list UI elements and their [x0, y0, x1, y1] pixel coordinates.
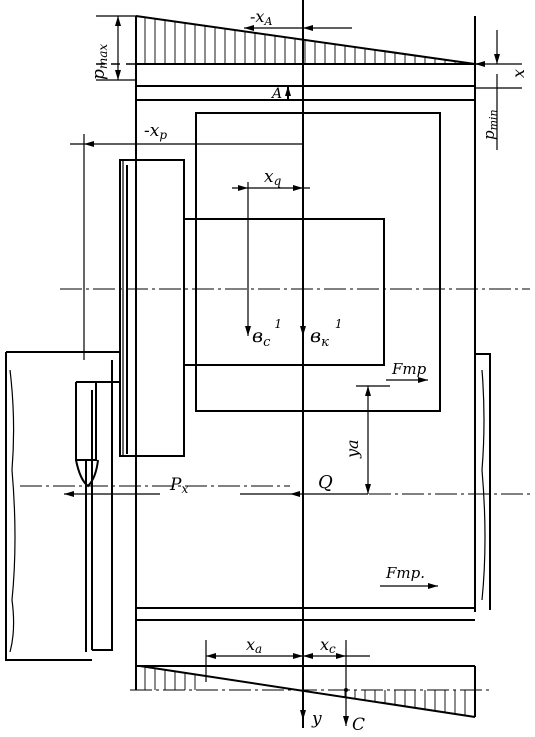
y-a-dimension — [356, 385, 390, 494]
g-k-label: вк1 — [310, 317, 342, 350]
px-force — [20, 485, 290, 497]
bottom-pressure-epure — [130, 665, 490, 718]
top-pressure-epure — [96, 15, 522, 150]
x-axis-label: x — [509, 69, 528, 78]
left-tool-body — [5, 351, 120, 661]
x-q-label: xq — [264, 167, 282, 188]
p-max-label: pmax — [89, 44, 110, 80]
q-force — [240, 491, 532, 497]
x-c-label: xc — [320, 635, 336, 656]
f-mp-lower-label: Fmp. — [385, 564, 425, 582]
x-a-top-label: -xA — [250, 7, 272, 28]
left-plate — [119, 159, 185, 457]
g-c-label: вc1 — [252, 317, 282, 350]
x-a-bottom-label: xa — [246, 635, 262, 656]
x-a-top-dimension — [244, 25, 352, 31]
q-force-label: Q — [318, 472, 333, 493]
c-force-label: C — [352, 715, 365, 735]
fmp-upper-arrow — [386, 377, 428, 383]
fmp-lower-arrow — [380, 583, 438, 589]
right-edge — [475, 353, 491, 610]
x-p-dimension — [70, 134, 303, 360]
y-a-label: ya — [343, 439, 362, 459]
x-p-label: -xp — [144, 121, 167, 142]
xa-xc-dimension — [205, 640, 370, 726]
y-axis-label: y — [311, 709, 322, 729]
p-min-label: pmin — [480, 109, 500, 140]
upper-guide — [135, 16, 476, 690]
point-a-label: A — [270, 86, 282, 102]
f-mp-upper-label: Fmp — [391, 360, 427, 378]
x-q-dimension — [232, 182, 310, 336]
p-x-label: Px — [169, 475, 188, 496]
lower-guide — [136, 607, 475, 621]
